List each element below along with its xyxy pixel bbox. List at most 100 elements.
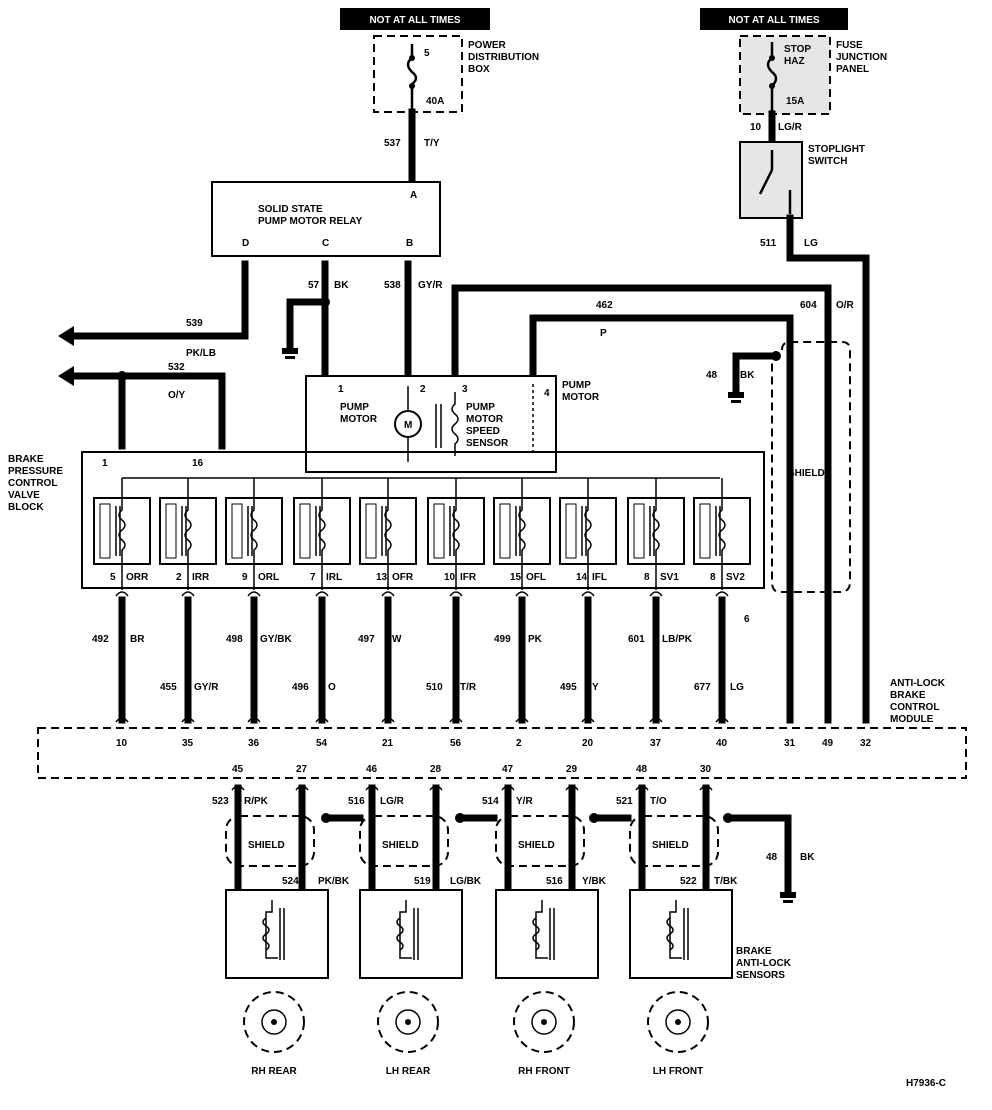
svg-text:FUSE: FUSE	[836, 40, 863, 51]
svg-text:498: 498	[226, 634, 243, 645]
svg-text:STOP: STOP	[784, 44, 811, 55]
svg-text:1: 1	[338, 384, 344, 395]
svg-text:T/Y: T/Y	[424, 138, 440, 149]
stoplight-switch: STOPLIGHT SWITCH	[739, 141, 865, 219]
valve-name: SV2	[726, 572, 745, 583]
module-pin-number: 40	[716, 738, 728, 749]
valve-name: IRL	[326, 572, 342, 583]
svg-text:LG/BK: LG/BK	[450, 876, 482, 887]
svg-text:510: 510	[426, 682, 443, 693]
figure-code: H7936-C	[906, 1078, 946, 1089]
module-pin-number: 31	[784, 738, 796, 749]
svg-text:SOLID STATE: SOLID STATE	[258, 204, 323, 215]
svg-text:5: 5	[424, 48, 430, 59]
svg-text:538: 538	[384, 280, 401, 291]
svg-text:SENSORS: SENSORS	[736, 970, 785, 981]
svg-text:522: 522	[680, 876, 697, 887]
svg-text:MODULE: MODULE	[890, 714, 934, 725]
svg-text:524: 524	[282, 876, 299, 887]
svg-text:537: 537	[384, 138, 401, 149]
svg-text:BRAKE: BRAKE	[890, 690, 926, 701]
module-pin-number: 36	[248, 738, 260, 749]
sensor-pin-number: 46	[366, 764, 378, 775]
svg-text:PK/LB: PK/LB	[186, 348, 216, 359]
banner-right: NOT AT ALL TIMES	[700, 8, 848, 30]
valve-pin-number: 5	[110, 572, 116, 583]
svg-text:NOT AT ALL TIMES: NOT AT ALL TIMES	[728, 15, 819, 26]
svg-text:GY/BK: GY/BK	[260, 634, 292, 645]
svg-text:BK: BK	[740, 370, 755, 381]
svg-text:GY/R: GY/R	[418, 280, 443, 291]
svg-text:W: W	[392, 634, 402, 645]
svg-text:M: M	[404, 420, 412, 431]
svg-text:A: A	[410, 190, 417, 201]
svg-text:DISTRIBUTION: DISTRIBUTION	[468, 52, 539, 63]
valve-name: IFR	[460, 572, 477, 583]
svg-text:516: 516	[546, 876, 563, 887]
valve-pin-number: 8	[710, 572, 716, 583]
svg-text:T/BK: T/BK	[714, 876, 738, 887]
svg-text:MOTOR: MOTOR	[466, 414, 504, 425]
svg-text:JUNCTION: JUNCTION	[836, 52, 887, 63]
svg-text:HAZ: HAZ	[784, 56, 805, 67]
svg-text:P: P	[600, 328, 607, 339]
brake-pressure-control-valve-block: BRAKE PRESSURE CONTROL VALVE BLOCK 1 16 …	[8, 451, 765, 625]
svg-text:O: O	[328, 682, 336, 693]
svg-text:455: 455	[160, 682, 177, 693]
valve-pin-number: 9	[242, 572, 248, 583]
valve-name: IFL	[592, 572, 607, 583]
valve-solenoid-ofl: 15 OFL	[493, 478, 551, 724]
svg-text:BRAKE: BRAKE	[736, 946, 772, 957]
svg-text:SPEED: SPEED	[466, 426, 500, 437]
svg-text:499: 499	[494, 634, 511, 645]
svg-text:PK: PK	[528, 634, 543, 645]
sensor-pin-number: 28	[430, 764, 442, 775]
svg-text:2: 2	[420, 384, 426, 395]
wheel-label: LH FRONT	[653, 1066, 704, 1077]
valve-pin-number: 14	[576, 572, 588, 583]
svg-text:D: D	[242, 238, 249, 249]
svg-text:LG/R: LG/R	[778, 122, 803, 133]
module-pin-number: 35	[182, 738, 194, 749]
shield-label: SHIELD	[652, 840, 689, 851]
svg-text:57: 57	[308, 280, 320, 291]
svg-text:40A: 40A	[426, 96, 444, 107]
svg-text:523: 523	[212, 796, 229, 807]
valve-pin-number: 15	[510, 572, 522, 583]
banner-left: NOT AT ALL TIMES	[340, 8, 490, 30]
svg-text:B: B	[406, 238, 413, 249]
module-pin-number: 54	[316, 738, 328, 749]
svg-text:T/O: T/O	[650, 796, 667, 807]
svg-text:SHIELD: SHIELD	[788, 468, 825, 479]
sensor-pin-number: 48	[636, 764, 648, 775]
sensor-pin-number: 27	[296, 764, 308, 775]
svg-text:O/R: O/R	[836, 300, 855, 311]
svg-text:514: 514	[482, 796, 499, 807]
valve-pin-number: 13	[376, 572, 388, 583]
sensor-wire-labels: 523 R/PK 516 LG/R 514 Y/R 521 T/O 524 PK…	[212, 796, 815, 887]
svg-text:VALVE: VALVE	[8, 490, 40, 501]
module-pin-number: 20	[582, 738, 594, 749]
valve-name: OFL	[526, 572, 546, 583]
svg-text:POWER: POWER	[468, 40, 507, 51]
svg-text:PUMP: PUMP	[562, 380, 591, 391]
svg-text:Y: Y	[592, 682, 599, 693]
svg-text:O/Y: O/Y	[168, 390, 186, 401]
svg-text:532: 532	[168, 362, 185, 373]
svg-text:BOX: BOX	[468, 64, 490, 75]
svg-text:PK/BK: PK/BK	[318, 876, 350, 887]
module-pin-number: 49	[822, 738, 834, 749]
wheel-label: LH REAR	[386, 1066, 431, 1077]
svg-text:496: 496	[292, 682, 309, 693]
svg-text:LG: LG	[730, 682, 744, 693]
module-pin-number: 56	[450, 738, 462, 749]
